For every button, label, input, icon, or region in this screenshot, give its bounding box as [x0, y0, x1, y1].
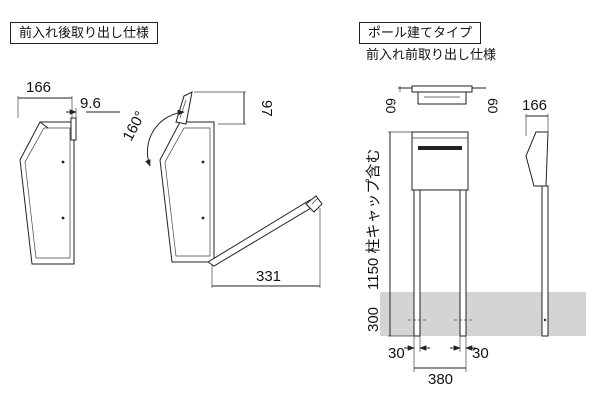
- front-view: [408, 131, 472, 337]
- top-view: [411, 85, 473, 105]
- dim-angle-label: 160°: [120, 108, 150, 143]
- open-side-view: [159, 91, 323, 267]
- dim-lip-label: 9.6: [80, 95, 101, 112]
- dim-top-right-label: 60: [485, 98, 501, 114]
- dim-pole-span-label: 380: [428, 371, 453, 388]
- right-panel-subtitle: 前入れ前取り出し仕様: [366, 47, 497, 62]
- left-panel-title: 前入れ後取り出し仕様: [10, 22, 159, 44]
- closed-side-view: [19, 117, 77, 265]
- dim-lid-label: 97: [258, 100, 275, 117]
- dim-ground-label: 300: [365, 307, 382, 332]
- ground-band: [380, 292, 586, 336]
- dim-top-left-label: 60: [383, 98, 399, 114]
- dim-width-label: 166: [26, 79, 51, 96]
- dim-height-label: 1150 柱キャップ含む: [365, 149, 382, 290]
- dim-side-width-label: 166: [522, 97, 547, 114]
- dim-pole-left-label: 30: [388, 345, 405, 362]
- right-panel-title: ポール建てタイプ: [359, 22, 482, 44]
- pole-side-view: [525, 131, 549, 337]
- dim-pole-right-label: 30: [472, 345, 489, 362]
- dim-door-label: 331: [256, 268, 281, 285]
